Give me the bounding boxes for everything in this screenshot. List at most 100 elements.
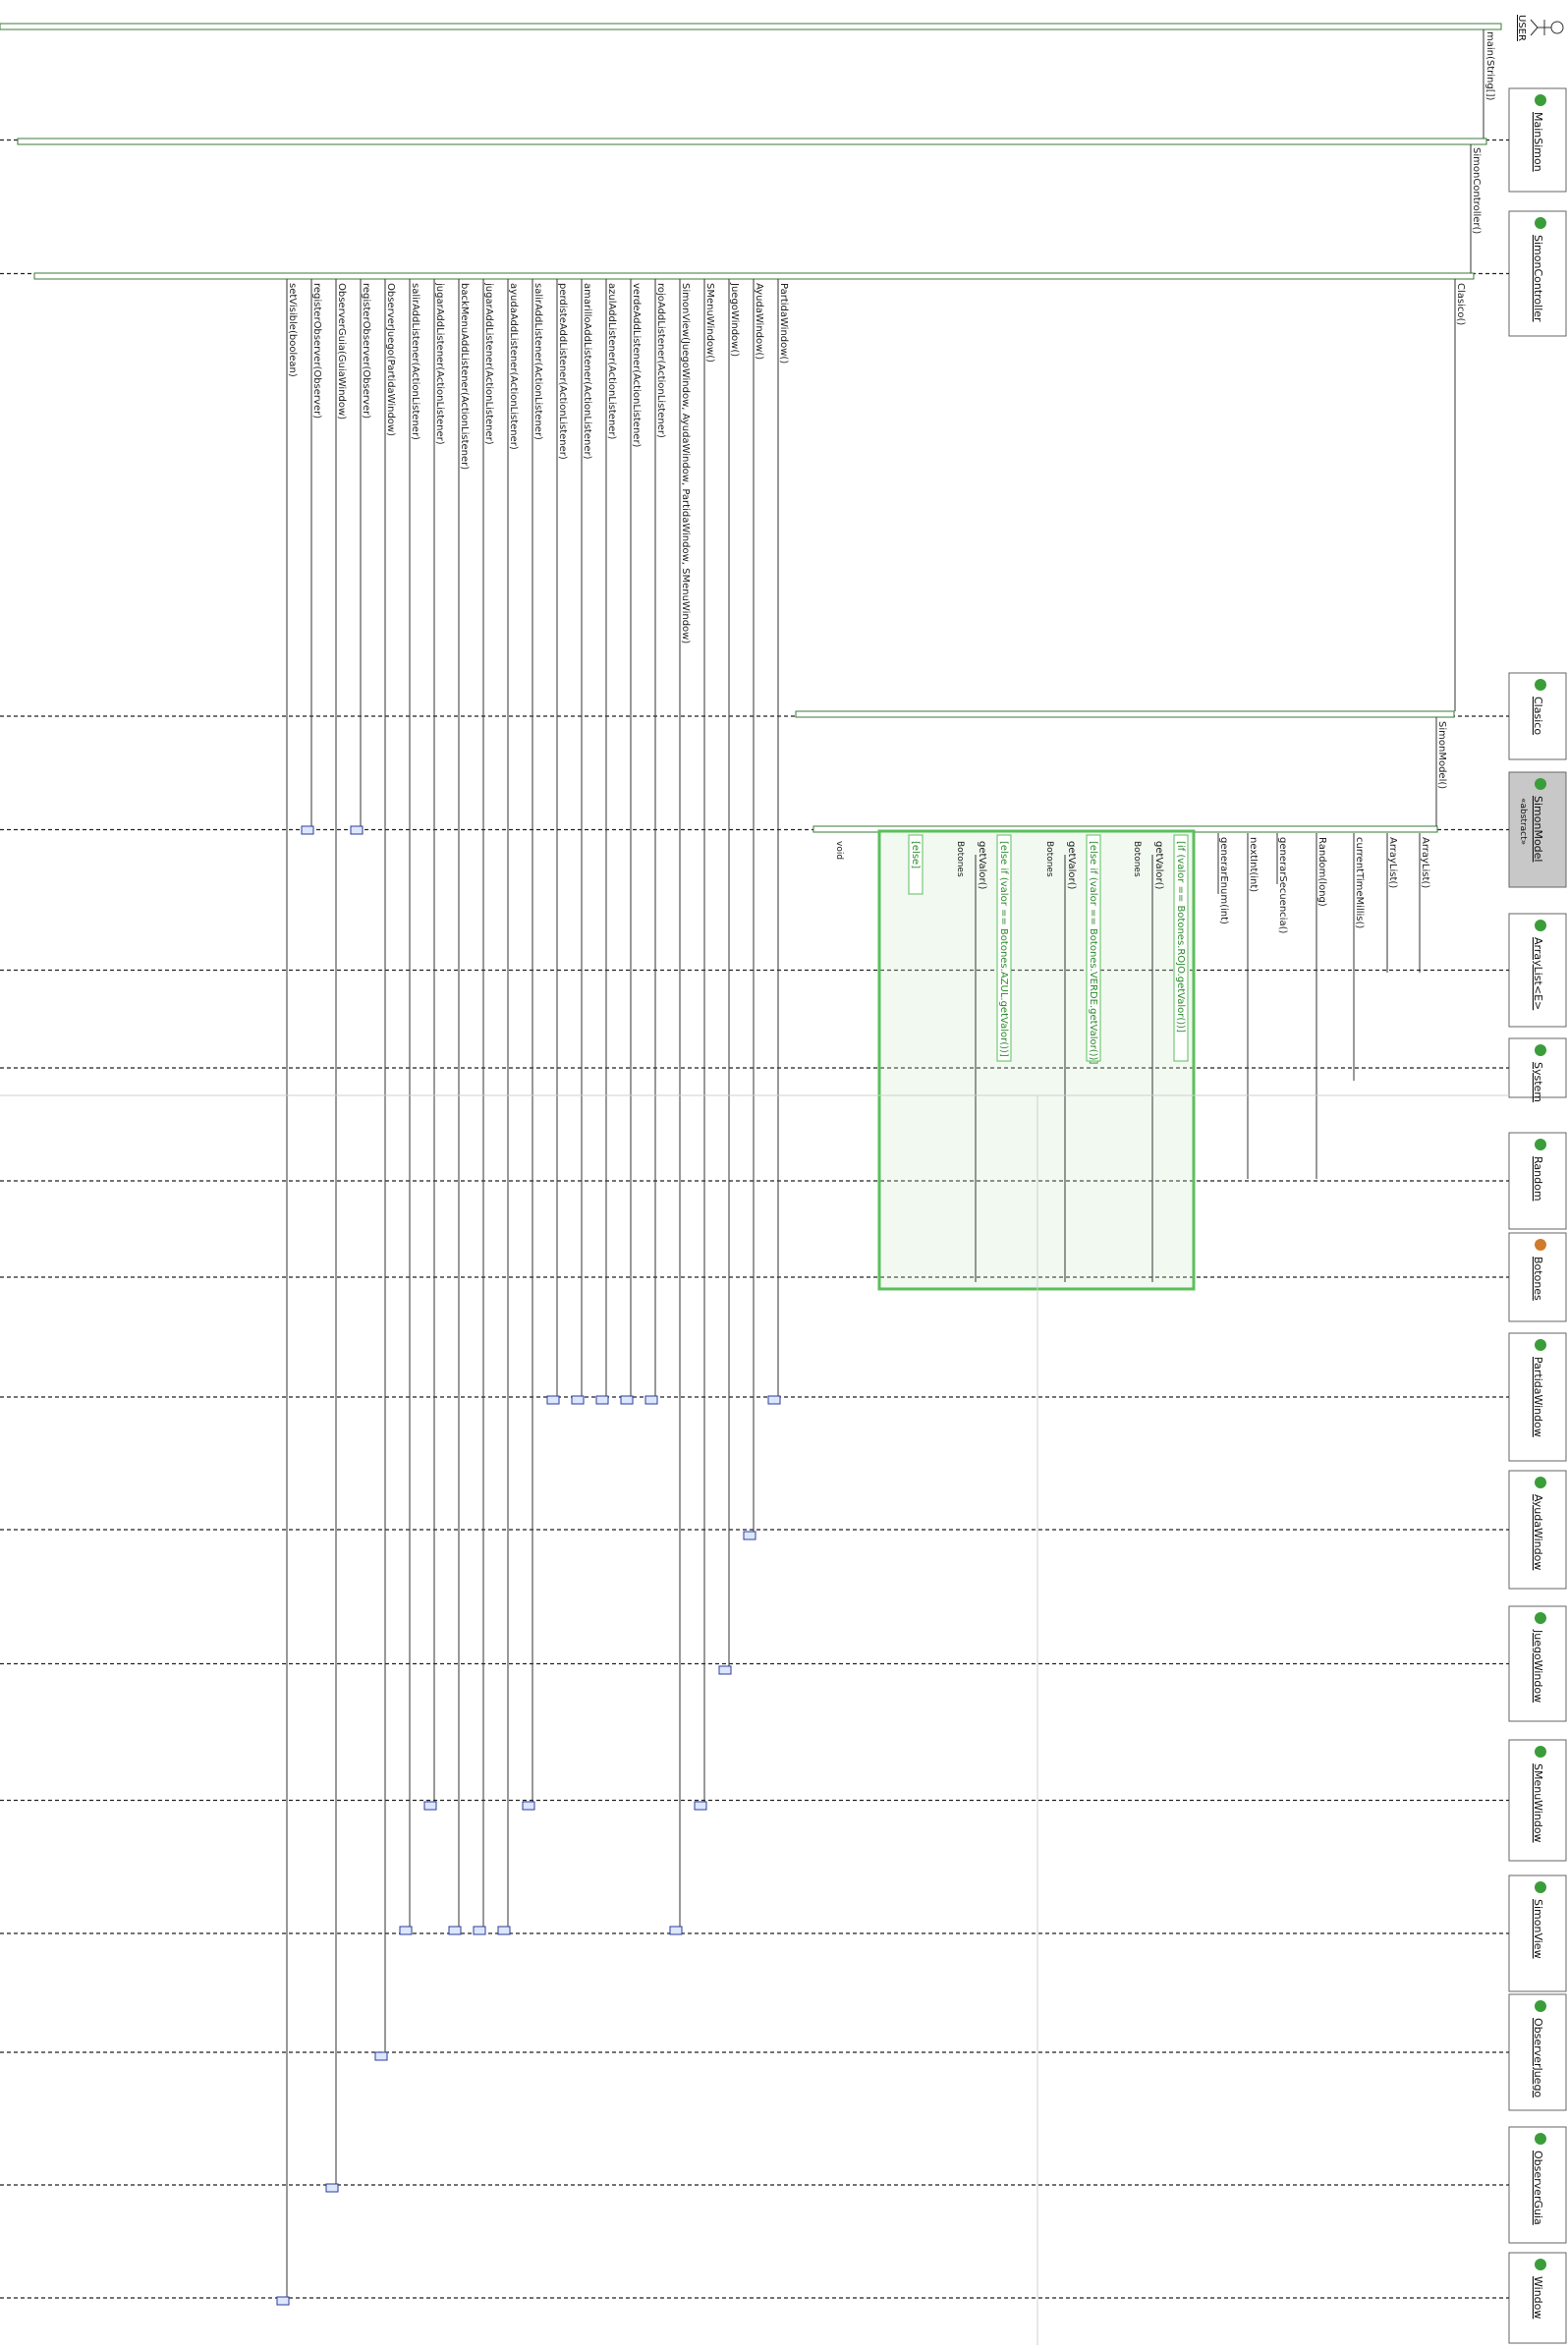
call-model-1: ArrayList() [1387,837,1398,888]
object-box-frame [1508,210,1567,337]
class-icon [1535,1339,1546,1351]
object-box-frame [1508,1874,1567,1992]
class-icon [1535,1881,1546,1893]
actor-label: USER [1516,15,1527,41]
message-endpoint [669,1926,683,1935]
object-box-botones: Botones [1508,1232,1567,1322]
message-endpoint [571,1395,585,1405]
message-endpoint [644,1395,658,1405]
object-box-frame [1508,913,1567,1028]
message-endpoint [546,1395,560,1405]
actor-leg [1530,19,1539,28]
call-view-1: AyudaWindow() [754,283,764,360]
object-name: Botones [1532,1257,1544,1301]
class-icon [1535,1139,1546,1150]
object-box-window: Window [1508,2252,1567,2344]
object-box-frame [1508,1739,1567,1862]
call-view-10: salirAddListener(ActionListener) [532,283,543,440]
object-name: AyudaWindow [1532,1494,1544,1570]
object-name: SimonController [1532,235,1544,322]
object-name: ObserverJuego [1532,2018,1544,2097]
call-view-9: perdisteAddListener(ActionListener) [557,283,568,460]
class-icon [1535,1746,1546,1758]
call-view-13: backMenuAddListener(ActionListener) [459,283,470,470]
class-icon [1535,1477,1546,1488]
message-endpoint [497,1926,511,1935]
call-view-7: azulAddListener(ActionListener) [606,283,617,440]
object-box-simonview: SimonView [1508,1874,1567,1992]
object-name: SMenuWindow [1532,1763,1544,1843]
alt-fragment [877,829,1196,1291]
call-view-14: jugarAddListener(ActionListener) [434,282,445,445]
object-box-partidawindow: PartidaWindow [1508,1332,1567,1462]
object-box-mainsimon: MainSimon [1508,87,1567,193]
message-endpoint [423,1801,437,1811]
actor-user [1530,19,1564,36]
object-name: SimonView [1532,1899,1544,1959]
message-endpoint [620,1395,634,1405]
message-endpoint [325,2183,339,2193]
call-model-2: currentTimeMillis() [1354,837,1365,928]
message-endpoint [595,1395,609,1405]
object-name: Clasico [1532,697,1544,735]
call-view-18: ObserverGuia(GuiaWindow) [336,283,347,419]
activation-bar [33,272,1475,280]
alt-guard-else: [else] [910,841,921,868]
class-icon [1535,94,1546,106]
object-box-arrayliste: ArrayList<E> [1508,913,1567,1028]
object-box-simoncontroller: SimonController [1508,210,1567,337]
class-icon [1535,1612,1546,1624]
class-icon [1535,920,1546,931]
object-box-system: System [1508,1037,1567,1102]
call-getvalor: getValor() [977,841,987,890]
object-box-random: Random [1508,1132,1567,1230]
call-simoncontroller: SimonController() [1471,147,1482,234]
call-model-3: Random(long) [1316,837,1327,907]
call-view-17: registerObserver(Observer) [361,283,371,419]
object-box-clasico: Clasico [1508,672,1567,760]
alt-guard-box [908,834,924,895]
object-box-ayudawindow: AyudaWindow [1508,1470,1567,1590]
message-endpoint [718,1665,732,1675]
call-getvalor: getValor() [1066,841,1077,890]
object-box-simonmodel: SimonModel«abstract» [1508,771,1567,888]
call-view-0: PartidaWindow() [778,283,789,364]
call-model-4: generarSecuencia() [1277,837,1288,933]
message-endpoint [350,825,364,835]
message-endpoint [767,1395,781,1405]
object-box-frame [1508,87,1567,193]
object-stereotype: «abstract» [1518,798,1528,845]
alt-guard-if_rojo: [if (valor == Botones.ROJO.getValor())] [1175,841,1186,1033]
message-endpoint [276,2296,290,2306]
message-endpoint [473,1926,486,1935]
call-view-8: amarilloAddListener(ActionListener) [582,283,592,460]
call-simonmodel: SimonModel() [1436,721,1447,789]
call-model-5: nextInt(int) [1248,837,1259,892]
object-name: Window [1532,2276,1544,2319]
class-icon [1535,778,1546,790]
object-box-observerjuego: ObserverJuego [1508,1993,1567,2111]
actor-head [1550,21,1564,34]
enum-icon [1535,1239,1546,1251]
call-view-19: registerObserver(Observer) [311,283,322,419]
message-endpoint [374,2051,388,2061]
class-icon [1535,2133,1546,2145]
message-endpoint [399,1926,413,1935]
activation-bar [17,138,1487,145]
alt-guard-box [1173,834,1189,1062]
botones-ref: Botones [955,841,965,877]
call-view-6: verdeAddListener(ActionListener) [631,283,642,448]
activation-bar [0,23,1502,30]
actor-leg [1530,27,1539,36]
message-endpoint [694,1801,707,1811]
message-endpoint [448,1926,462,1935]
alt-frame [877,829,1196,1291]
object-name: PartidaWindow [1532,1357,1544,1437]
object-box-observerguia: ObserverGuia [1508,2126,1567,2244]
call-view-4: SimonView(JuegoWindow, AyudaWindow, Part… [680,283,691,643]
activation-bar [795,710,1455,718]
call-view-2: JuegoWindow() [729,282,740,357]
message-endpoint [743,1531,756,1540]
object-box-frame [1508,771,1567,888]
object-name: JuegoWindow [1532,1629,1544,1703]
